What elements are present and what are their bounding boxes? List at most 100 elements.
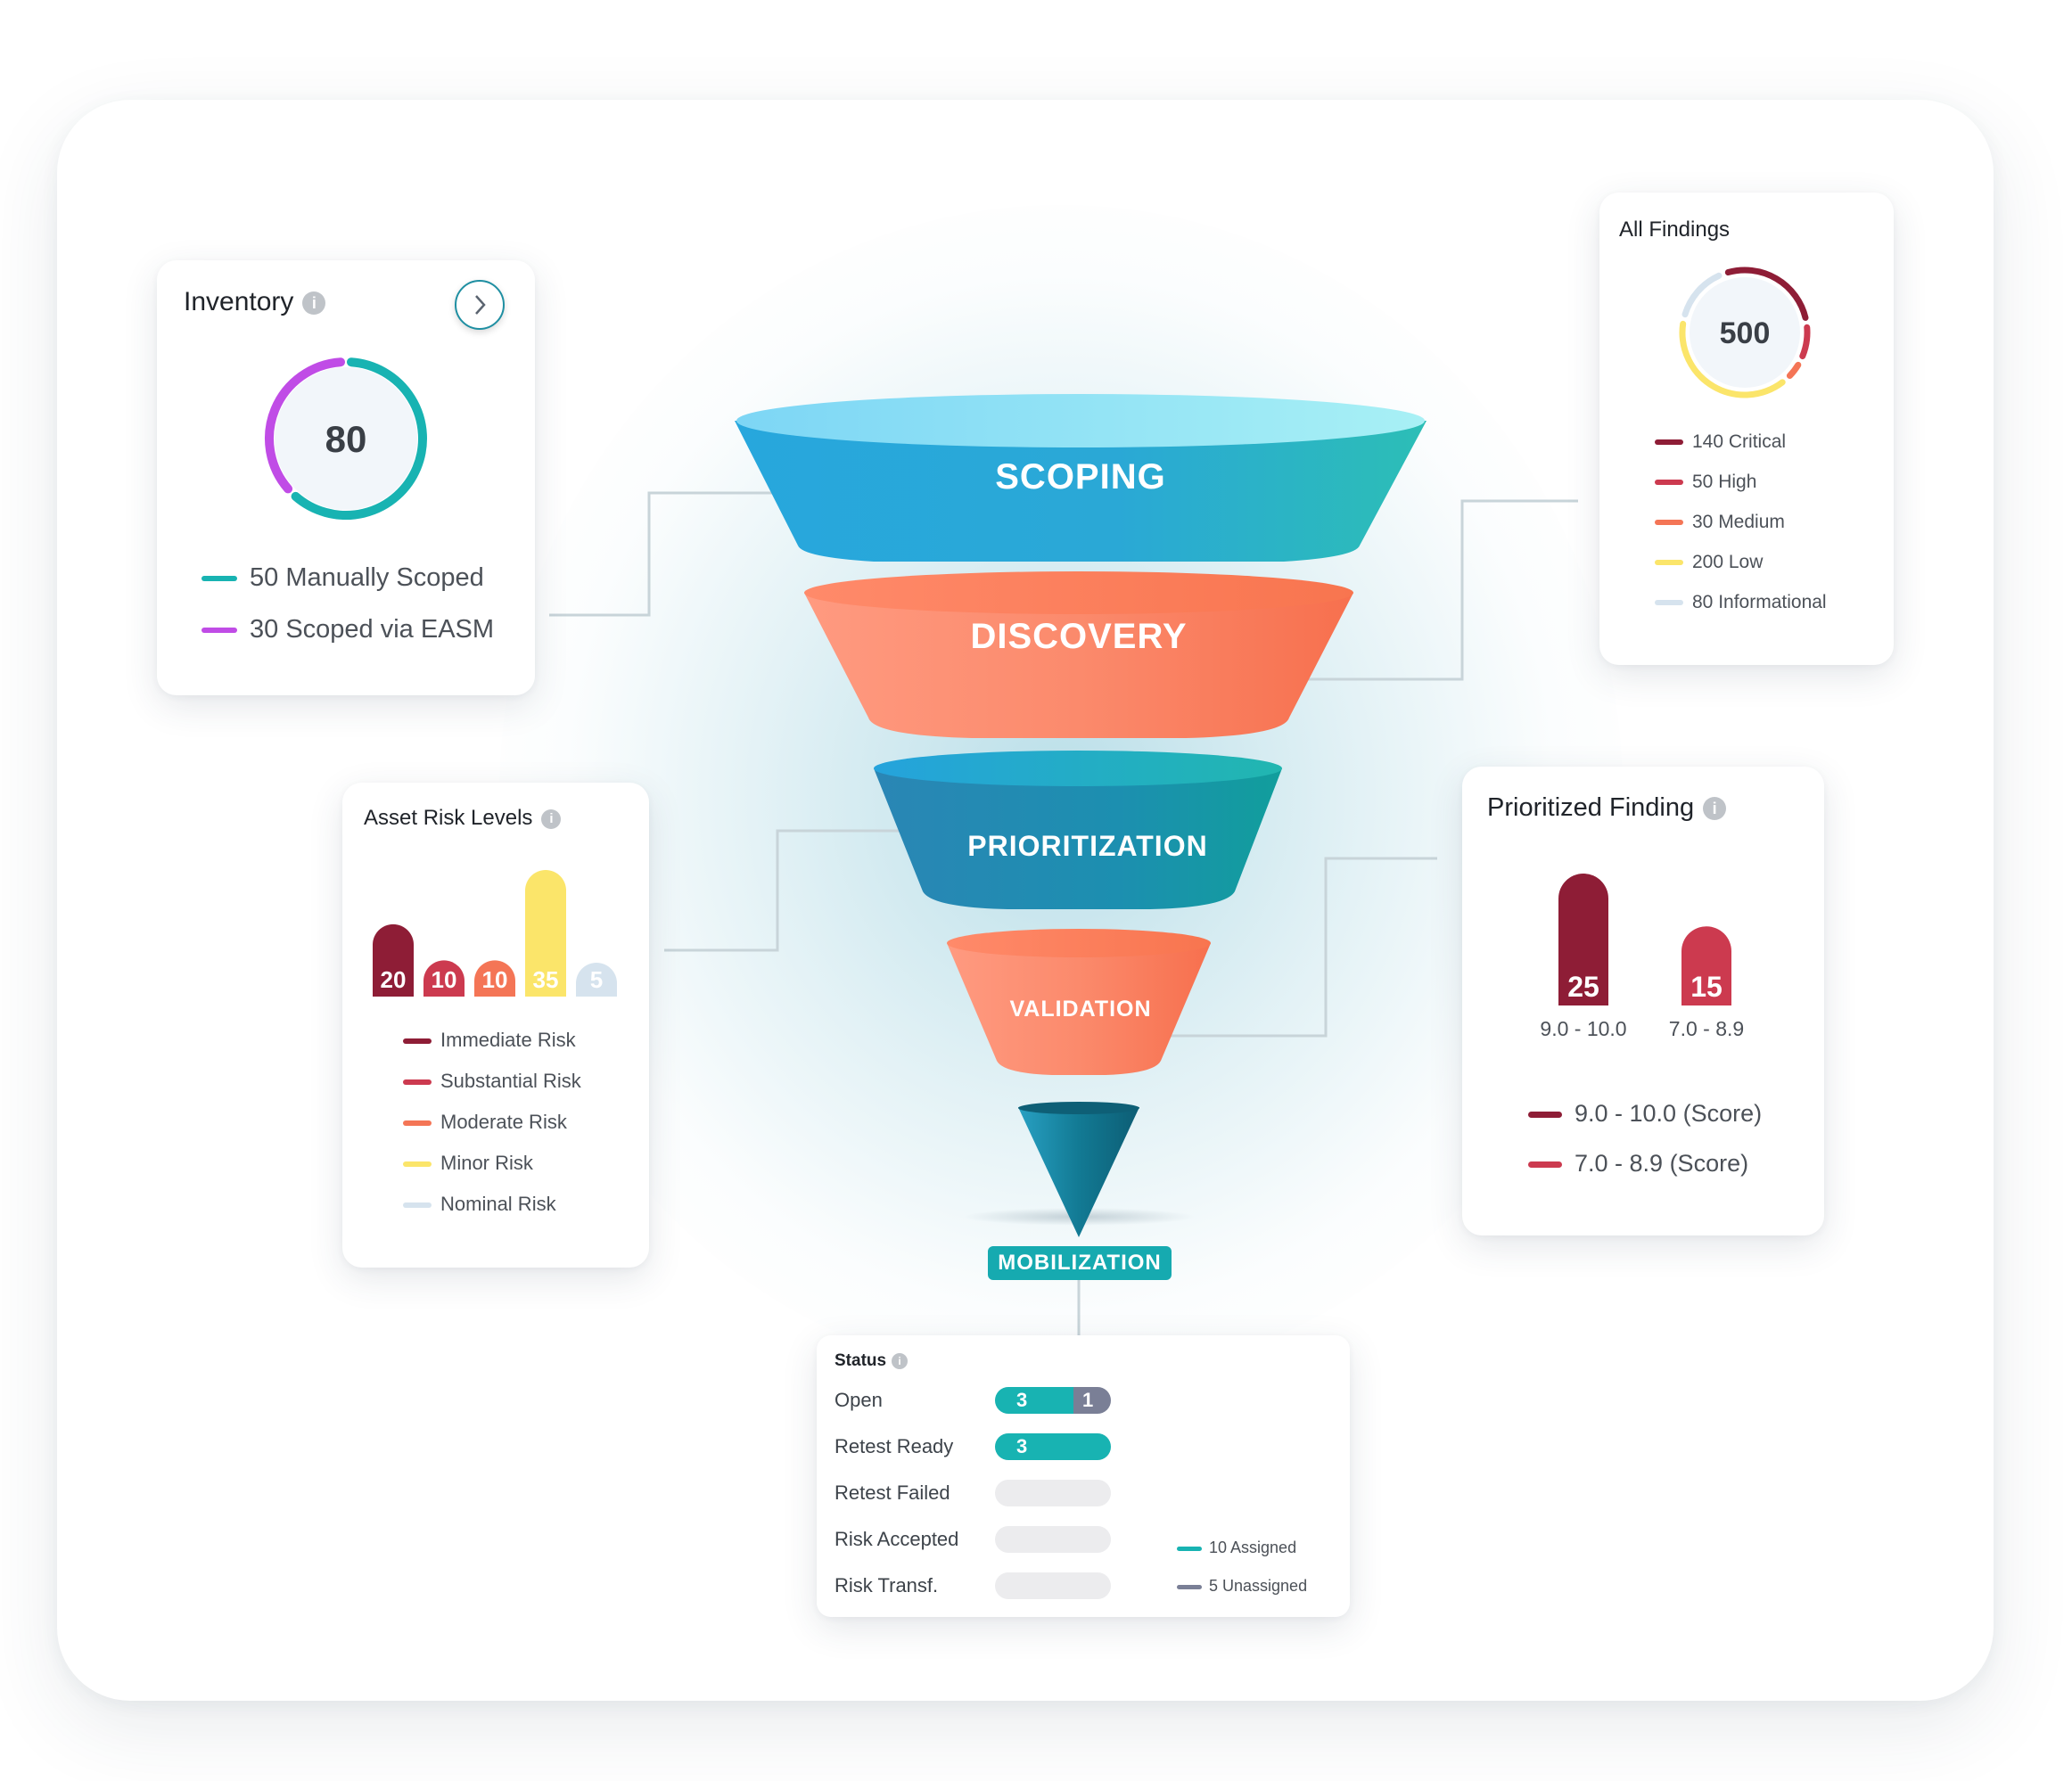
prioritized-chart: 25 9.0 - 10.0 15 7.0 - 8.9 [1540,874,1744,1040]
next-button[interactable] [455,280,505,330]
legend-label: Nominal Risk [440,1193,556,1215]
connector-asset-risk [664,829,900,952]
status-bar[interactable] [995,1526,1111,1553]
inventory-total: 80 [325,418,367,460]
prioritized-legend-item: 7.0 - 8.9 (Score) [1528,1150,1748,1178]
all-findings-title: All Findings [1619,217,1731,242]
connector-prioritized [1152,857,1437,1038]
legend-swatch [201,576,237,582]
legend-label: 80 Informational [1692,592,1827,612]
legend-swatch [1528,1161,1562,1169]
asset-risk-legend-item: Immediate Risk [403,1029,576,1052]
status-bar[interactable] [995,1572,1111,1599]
asset-risk-bar [525,870,566,997]
status-row-label: Open [835,1389,883,1411]
funnel-validation-body [947,943,1211,1075]
legend-swatch [1655,439,1683,446]
asset-risk-bar-label: 35 [533,966,559,993]
funnel-mobilization-cone [1018,1107,1139,1237]
legend-swatch [403,1120,432,1127]
donut-segment [1681,272,1723,318]
inventory-donut: 80 [265,357,427,520]
donut-segment [1724,267,1809,321]
legend-swatch [1655,600,1683,606]
funnel-discovery-top [804,571,1353,614]
asset-risk-bar-label: 5 [590,966,603,993]
prioritized-bar-label: 25 [1567,971,1599,1003]
prioritized-range-label: 9.0 - 10.0 [1540,1017,1626,1040]
all-findings-legend-item: 80 Informational [1655,592,1827,613]
funnel-discovery-body [804,593,1353,738]
status-row-label: Risk Transf. [835,1574,939,1596]
prioritized-title: Prioritized Finding i [1487,793,1727,823]
status-bar[interactable] [995,1480,1111,1506]
legend-swatch [1177,1584,1202,1589]
donut-segment [1679,320,1786,398]
asset-risk-bar-label: 10 [482,966,508,993]
donut-segment [265,357,345,494]
prioritized-range-label: 7.0 - 8.9 [1669,1017,1744,1040]
status-bar-assigned: 3 [995,1387,1073,1414]
status-bar-assigned: 3 [995,1433,1111,1460]
asset-risk-bar [373,923,414,997]
prioritized-bar [1558,874,1608,1005]
legend-label: 200 Low [1692,552,1764,572]
info-icon[interactable]: i [1703,797,1727,821]
legend-label: Moderate Risk [440,1111,567,1133]
all-findings-legend-item: 140 Critical [1655,431,1786,453]
legend-swatch [403,1202,432,1209]
asset-risk-bar [474,960,515,997]
asset-risk-legend-item: Moderate Risk [403,1111,567,1134]
legend-swatch [1655,560,1683,566]
legend-label: 50 High [1692,472,1757,492]
prioritized-bar-label: 15 [1690,971,1723,1003]
status-bar[interactable]: 3 [995,1433,1111,1460]
status-row-label: Risk Accepted [835,1528,959,1550]
donut-segment [1799,324,1811,360]
asset-risk-bar [423,960,465,997]
funnel-validation-top [947,929,1211,957]
legend-swatch [403,1161,432,1168]
legend-label: Minor Risk [440,1152,533,1174]
inventory-legend-item: 50 Manually Scoped [201,563,484,593]
all-findings-donut: 500 [1679,267,1811,398]
asset-risk-legend-item: Minor Risk [403,1152,533,1175]
legend-swatch [403,1038,432,1045]
legend-label: 9.0 - 10.0 (Score) [1575,1100,1763,1127]
legend-label: 50 Manually Scoped [250,563,484,592]
info-icon[interactable]: i [892,1352,909,1369]
prioritized-bar [1681,926,1731,1005]
funnel-stage-discovery: DISCOVERY [970,617,1187,656]
legend-swatch [201,628,237,634]
funnel-stage-validation: VALIDATION [1009,997,1151,1022]
all-findings-total: 500 [1720,316,1771,350]
funnel-scoping-body [735,421,1427,562]
status-title-text: Status [835,1351,887,1370]
info-icon[interactable]: i [541,808,562,829]
all-findings-legend-item: 50 High [1655,472,1756,493]
funnel-stage-prioritization: PRIORITIZATION [967,830,1207,862]
connector-inventory [549,491,785,617]
mobilization-badge: MOBILIZATION [988,1246,1172,1280]
asset-risk-legend-item: Nominal Risk [403,1193,556,1216]
funnel-prioritization-body [874,768,1282,909]
legend-swatch [1177,1546,1202,1551]
status-legend-item: 10 Assigned [1177,1539,1296,1557]
funnel-scoping-top [736,394,1425,447]
legend-swatch [1655,520,1683,526]
inventory-legend-item: 30 Scoped via EASM [201,615,494,644]
mobilization-label: MOBILIZATION [998,1251,1162,1275]
prioritized-finding-card: Prioritized Finding i 25 9.0 - 10.0 15 7.0 -… [1462,767,1824,1235]
asset-risk-bar-label: 20 [381,966,407,993]
info-icon[interactable]: i [302,291,326,316]
prioritized-title-text: Prioritized Finding [1487,793,1695,822]
chevron-right-icon [475,295,486,315]
asset-risk-legend-item: Substantial Risk [403,1070,581,1093]
